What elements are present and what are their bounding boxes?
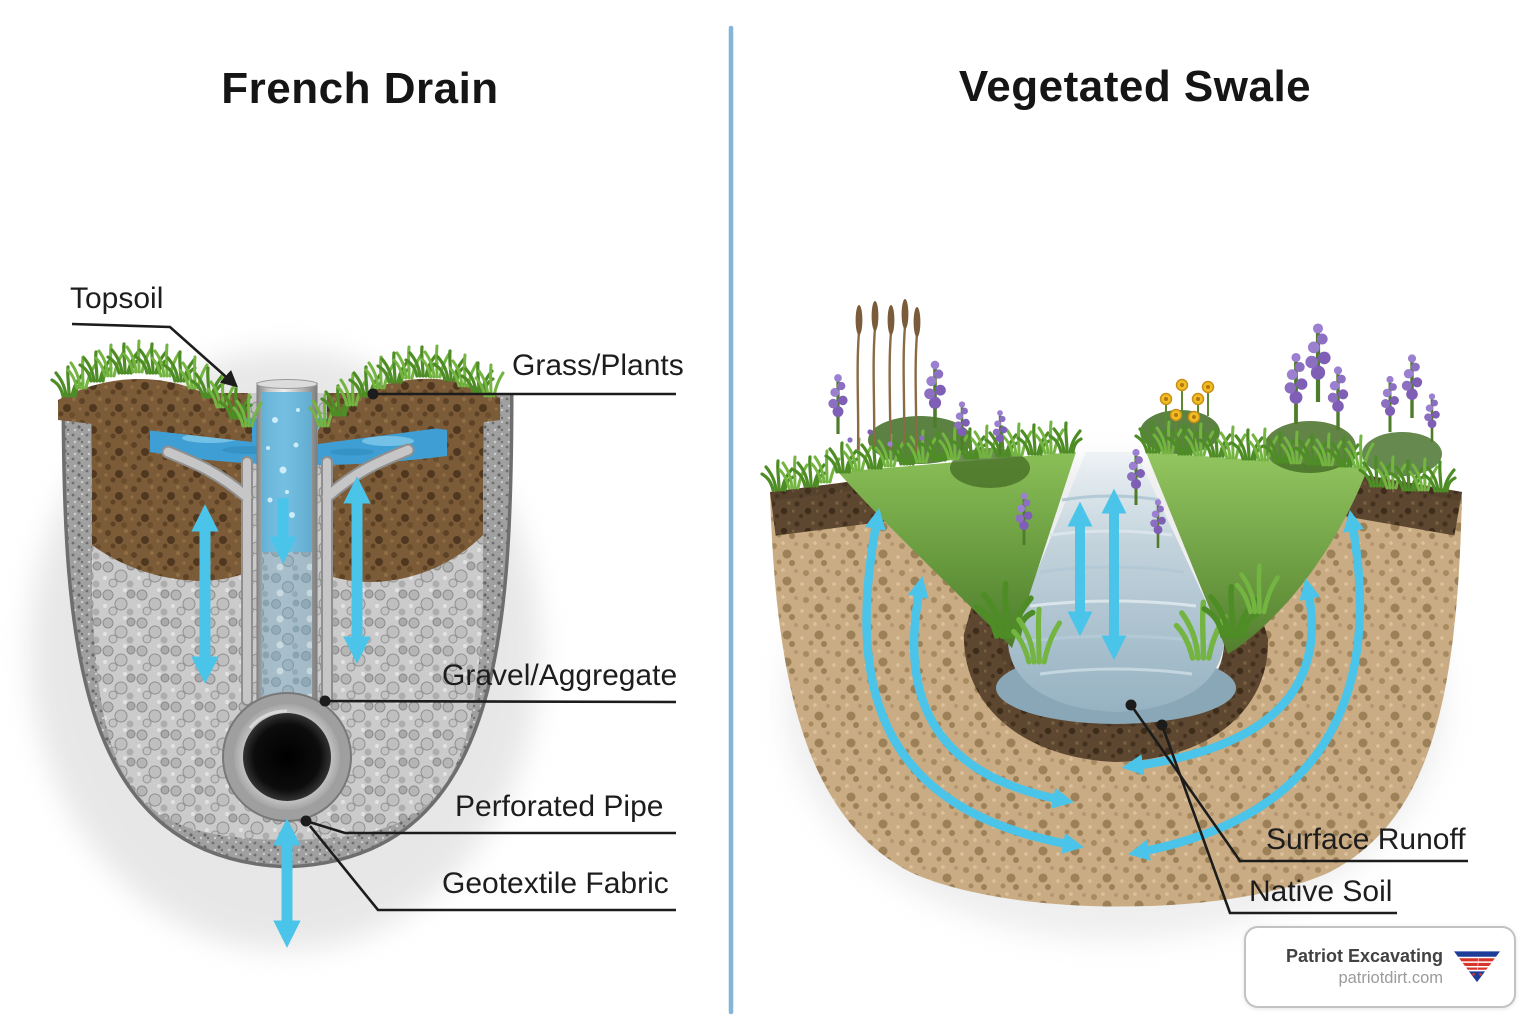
company-website: patriotdirt.com xyxy=(1338,968,1443,987)
label-native-soil: Native Soil xyxy=(1249,875,1393,908)
patriot-logo-icon xyxy=(1454,950,1500,982)
infiltration-arrows xyxy=(862,488,1365,861)
pipe-collar xyxy=(161,443,415,706)
label-perforated-pipe: Perforated Pipe xyxy=(455,790,664,823)
water-flow-arrows xyxy=(191,476,371,948)
french-drain-title: French Drain xyxy=(221,64,499,113)
watermark-text: Patriot Excavating patriotdirt.com xyxy=(1286,945,1443,988)
perforated-pipe-section xyxy=(222,692,352,822)
label-surface-runoff: Surface Runoff xyxy=(1266,823,1466,856)
vegetated-swale-title: Vegetated Swale xyxy=(958,62,1312,111)
swale-leader-lines xyxy=(1125,699,1468,915)
label-geotextile-fabric: Geotextile Fabric xyxy=(442,867,669,900)
vegetated-swale-diagram xyxy=(760,297,1468,940)
french-drain-diagram xyxy=(30,322,677,950)
french-drain-leader-lines xyxy=(71,322,677,912)
vertical-pipe xyxy=(256,379,318,744)
label-topsoil: Topsoil xyxy=(70,282,164,315)
company-name: Patriot Excavating xyxy=(1285,946,1443,967)
water-bubbles xyxy=(266,408,300,543)
label-gravel-aggregate: Gravel/Aggregate xyxy=(442,659,678,692)
watermark-badge: Patriot Excavating patriotdirt.com xyxy=(1244,926,1516,1008)
wildflowers xyxy=(826,297,1442,550)
label-grass-plants: Grass/Plants xyxy=(512,349,684,382)
